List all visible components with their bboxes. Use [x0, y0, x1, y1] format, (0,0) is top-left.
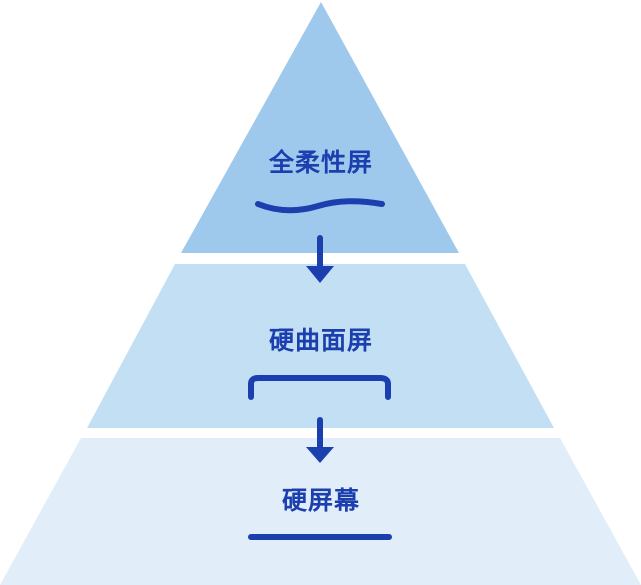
arrow-down-icon [306, 235, 334, 283]
arrow-down-icon [306, 417, 334, 463]
pyramid-tier-bottom [0, 438, 641, 585]
tier-label-bottom: 硬屏幕 [282, 486, 360, 515]
wave-icon [255, 198, 385, 214]
tier-label-middle: 硬曲面屏 [269, 326, 373, 355]
pyramid-tier-top [181, 2, 459, 253]
tier-label-top: 全柔性屏 [268, 148, 373, 177]
pyramid-tier-middle [87, 264, 554, 428]
curved-bracket-icon [248, 375, 391, 400]
